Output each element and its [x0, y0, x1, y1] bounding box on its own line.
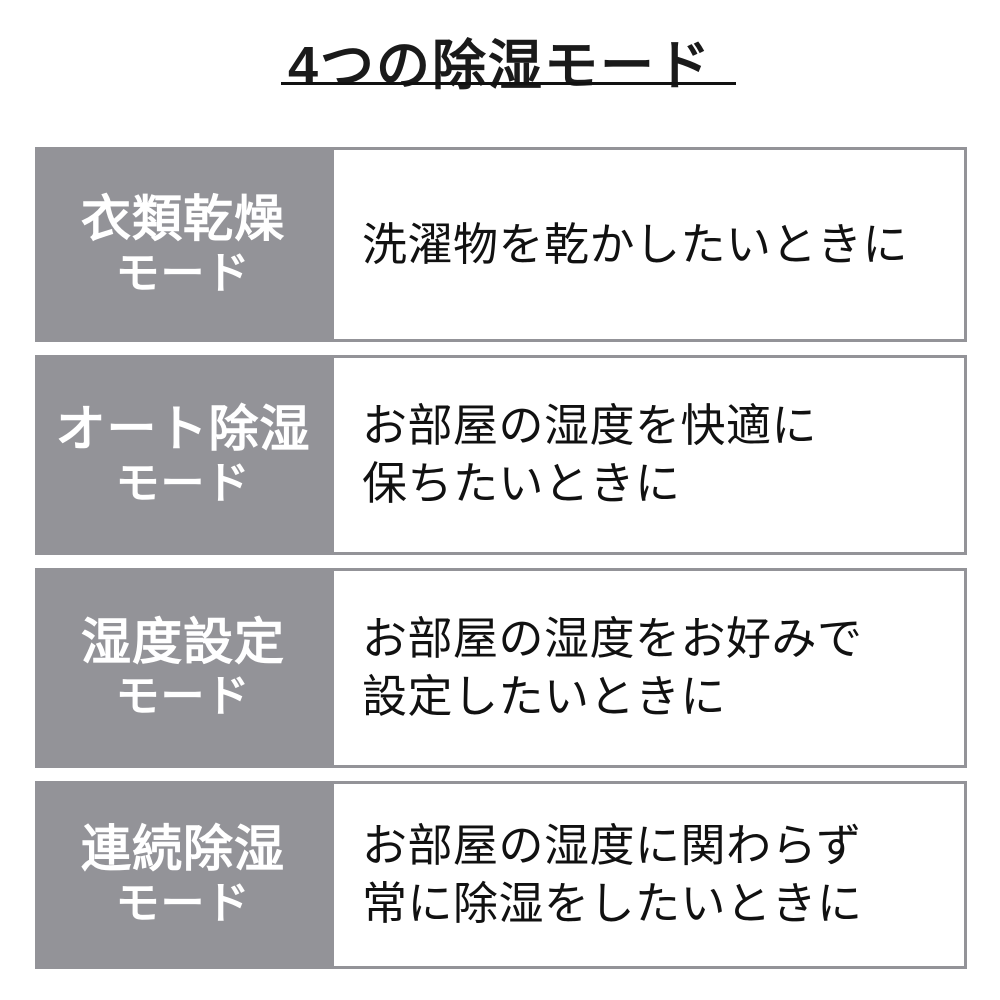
table-row: 連続除湿 モード お部屋の湿度に関わらず 常に除湿をしたいときに	[35, 781, 967, 969]
mode-description-line: お部屋の湿度に関わらず	[362, 820, 862, 871]
mode-description-cell-4: お部屋の湿度に関わらず 常に除湿をしたいときに	[331, 781, 967, 969]
mode-description-cell-2: お部屋の湿度を快適に 保ちたいときに	[331, 355, 967, 555]
mode-label-sub-2: モード	[115, 459, 251, 508]
page-title-text: 4つの除湿モード	[287, 36, 713, 96]
mode-description-cell-3: お部屋の湿度をお好みで 設定したいときに	[331, 568, 967, 768]
mode-label-main-4: 連続除湿	[81, 821, 285, 877]
table-row: 湿度設定 モード お部屋の湿度をお好みで 設定したいときに	[35, 568, 967, 768]
table-row: オート除湿 モード お部屋の湿度を快適に 保ちたいときに	[35, 355, 967, 555]
mode-label-cell-3: 湿度設定 モード	[35, 568, 331, 768]
mode-description-line: 洗濯物を乾かしたいときに	[362, 218, 909, 270]
mode-label-main-3: 湿度設定	[81, 614, 285, 670]
mode-description-line: お部屋の湿度をお好みで	[362, 613, 863, 664]
page-title: 4つの除湿モード	[0, 34, 1000, 98]
mode-description-line: お部屋の湿度を快適に	[362, 400, 818, 451]
mode-label-sub-3: モード	[115, 672, 251, 721]
title-underline-rule	[281, 82, 736, 85]
mode-label-cell-2: オート除湿 モード	[35, 355, 331, 555]
mode-label-sub-1: モード	[115, 248, 251, 298]
mode-description-line: 常に除湿をしたいときに	[362, 878, 863, 929]
table-row: 衣類乾燥 モード 洗濯物を乾かしたいときに	[35, 147, 967, 342]
mode-description-line: 設定したいときに	[362, 671, 727, 722]
modes-table: 衣類乾燥 モード 洗濯物を乾かしたいときに オート除湿 モード お部屋の湿度を快…	[35, 147, 967, 969]
mode-label-main-2: オート除湿	[55, 401, 311, 457]
mode-label-sub-4: モード	[115, 879, 251, 928]
mode-label-cell-4: 連続除湿 モード	[35, 781, 331, 969]
mode-label-main-1: 衣類乾燥	[81, 190, 285, 247]
mode-description-cell-1: 洗濯物を乾かしたいときに	[331, 147, 967, 342]
mode-description-line: 保ちたいときに	[362, 458, 681, 509]
mode-label-cell-1: 衣類乾燥 モード	[35, 147, 331, 342]
